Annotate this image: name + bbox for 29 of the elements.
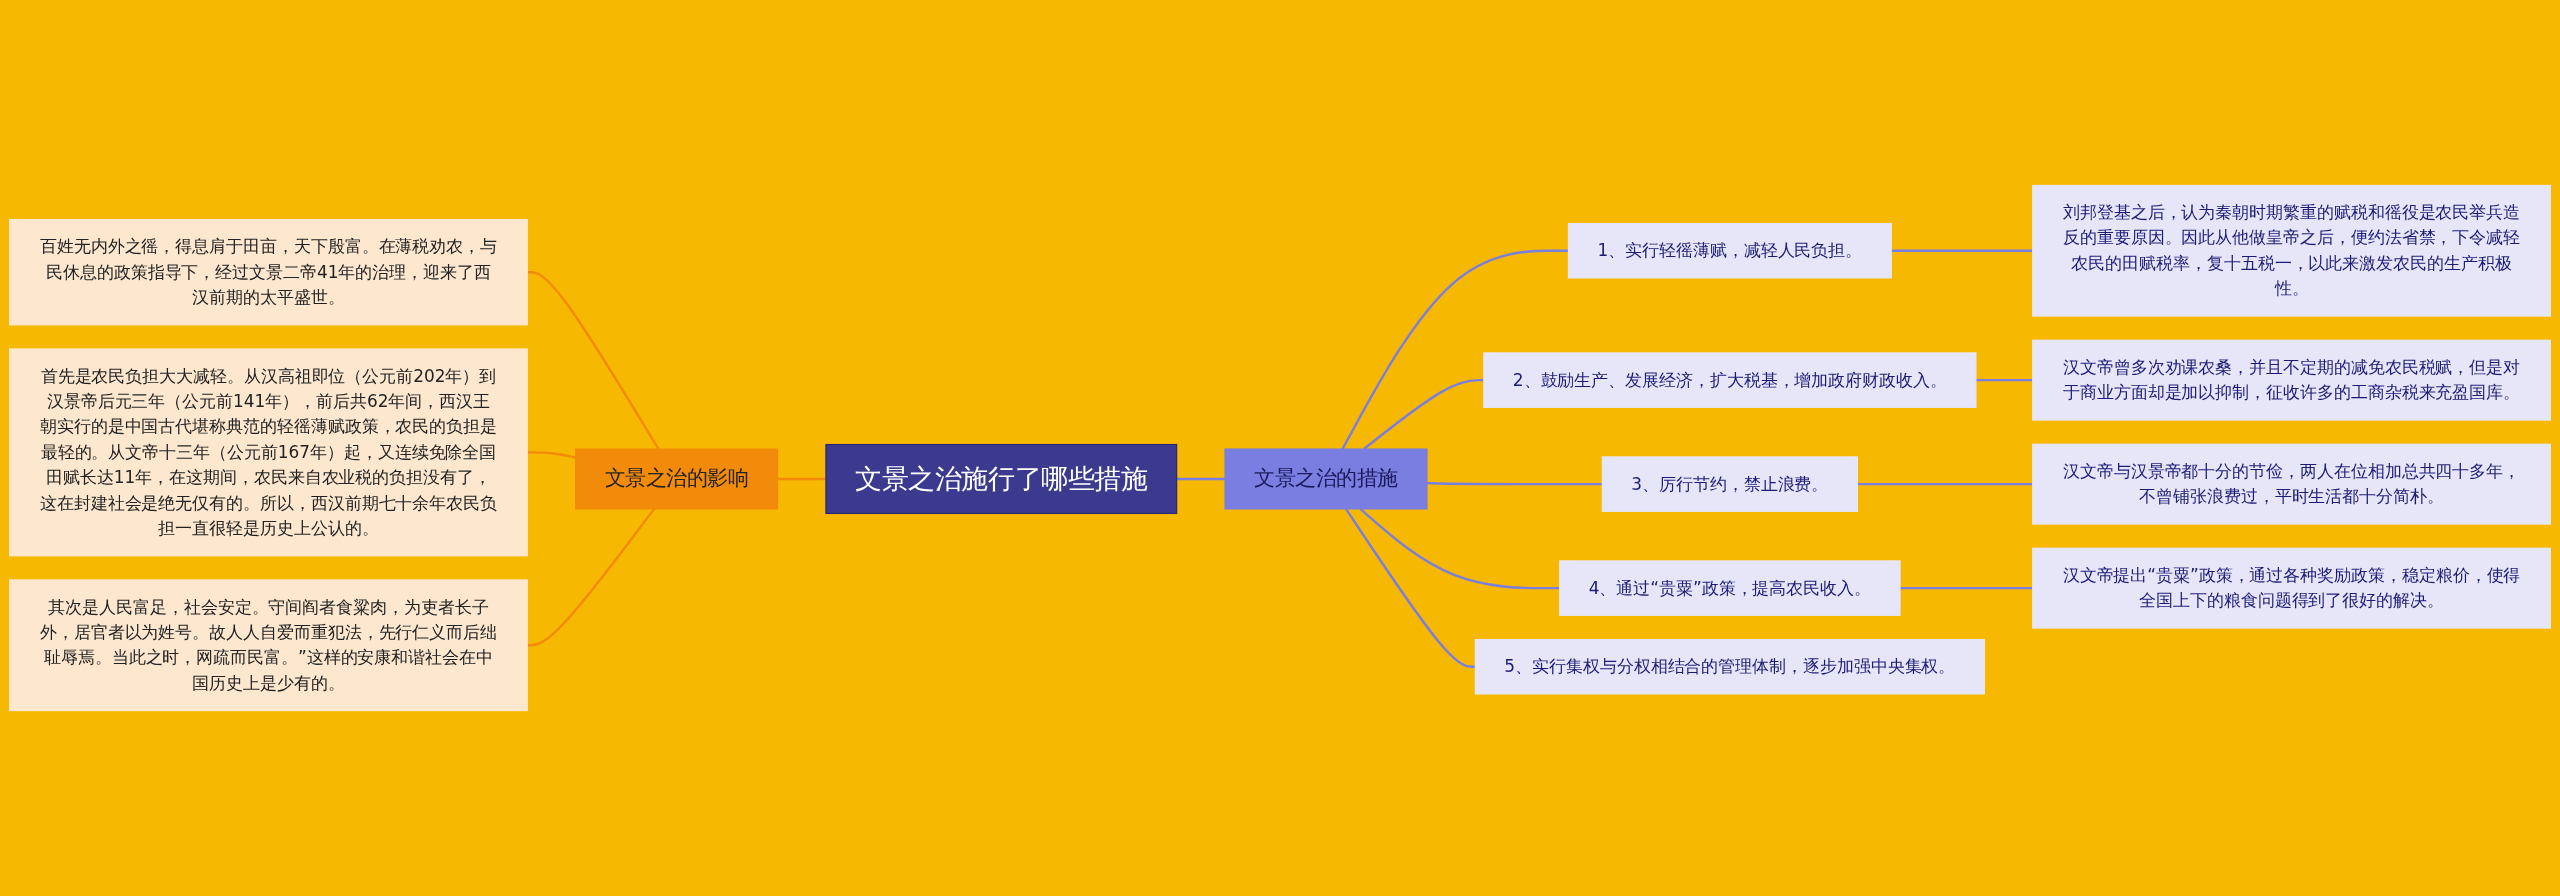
connector xyxy=(527,451,576,459)
connector xyxy=(1341,249,1569,450)
node-box: 文景之治的影响 xyxy=(575,448,779,510)
node-box: 首先是农民负担大大减轻。从汉高祖即位（公元前202年）到汉景帝后元三年（公元前141年），前后共62年间，西汉王朝实行的是中国古代堪称典范的轻徭薄赋政策，农民的负担是最轻的。从文帝十三年（公元前167年）起，又连续免除全国田赋长达11年，在这期间，农民来自农业税的负担没有了，这在封建社会是绝无仅有的。所以，西汉前期七十余年农民负担一直很轻是历史上公认的。 xyxy=(9,348,528,557)
node-box: 其次是人民富足，社会安定。守间阎者食粱肉，为吏者长子外，居官者以为姓号。故人人自爱而重犯法，先行仁义而后绌耻辱焉。当此之时，网疏而民富。”这样的安康和谐社会在中国历史上是少有的。 xyxy=(9,579,528,712)
node-box: 百姓无内外之徭，得息肩于田亩，天下殷富。在薄税劝农，与民休息的政策指导下，经过文景二帝41年的治理，迎来了西汉前期的太平盛世。 xyxy=(9,219,528,326)
connector xyxy=(527,271,660,450)
node-box: 3、厉行节约，禁止浪费。 xyxy=(1601,456,1858,512)
node-box: 2、鼓励生产、发展经济，扩大税基，增加政府财政收入。 xyxy=(1483,352,1977,408)
connector xyxy=(1176,477,1225,481)
connector xyxy=(1975,378,2033,382)
connector xyxy=(1363,378,1484,450)
node-box: 刘邦登基之后，认为秦朝时期繁重的赋税和徭役是农民举兵造反的重要原因。因此从他做皇帝之后，便约法省禁，下令减轻农民的田赋税率，复十五税一，以此来激发农民的生产积极性。 xyxy=(2032,184,2551,317)
node-box: 5、实行集权与分权相结合的管理体制，逐步加强中央集权。 xyxy=(1474,638,1985,695)
connector xyxy=(1426,481,1603,486)
connector xyxy=(1344,508,1476,668)
node-box: 汉文帝提出“贵粟”政策，通过各种奖励政策，稳定粮价，使得全国上下的粮食问题得到了很好的解决。 xyxy=(2032,547,2551,629)
connector xyxy=(1359,508,1560,590)
connector xyxy=(777,477,826,481)
node-box: 1、实行轻徭薄赋，减轻人民负担。 xyxy=(1567,222,1892,279)
connector xyxy=(1900,586,2033,590)
node-box: 汉文帝曾多次劝课农桑，并且不定期的减免农民税赋，但是对于商业方面却是加以抑制，征收许多的工商杂税来充盈国库。 xyxy=(2032,339,2551,421)
connector xyxy=(527,508,656,647)
connector xyxy=(1891,249,2033,252)
node-box: 4、通过“贵粟”政策，提高农民收入。 xyxy=(1559,560,1901,616)
node-box: 文景之治的措施 xyxy=(1224,448,1428,510)
node-box: 汉文帝与汉景帝都十分的节俭，两人在位相加总共四十多年，不曾铺张浪费过，平时生活都十分简朴。 xyxy=(2032,443,2551,525)
node-box: 文景之治施行了哪些措施 xyxy=(825,443,1178,515)
connector xyxy=(1857,482,2033,486)
